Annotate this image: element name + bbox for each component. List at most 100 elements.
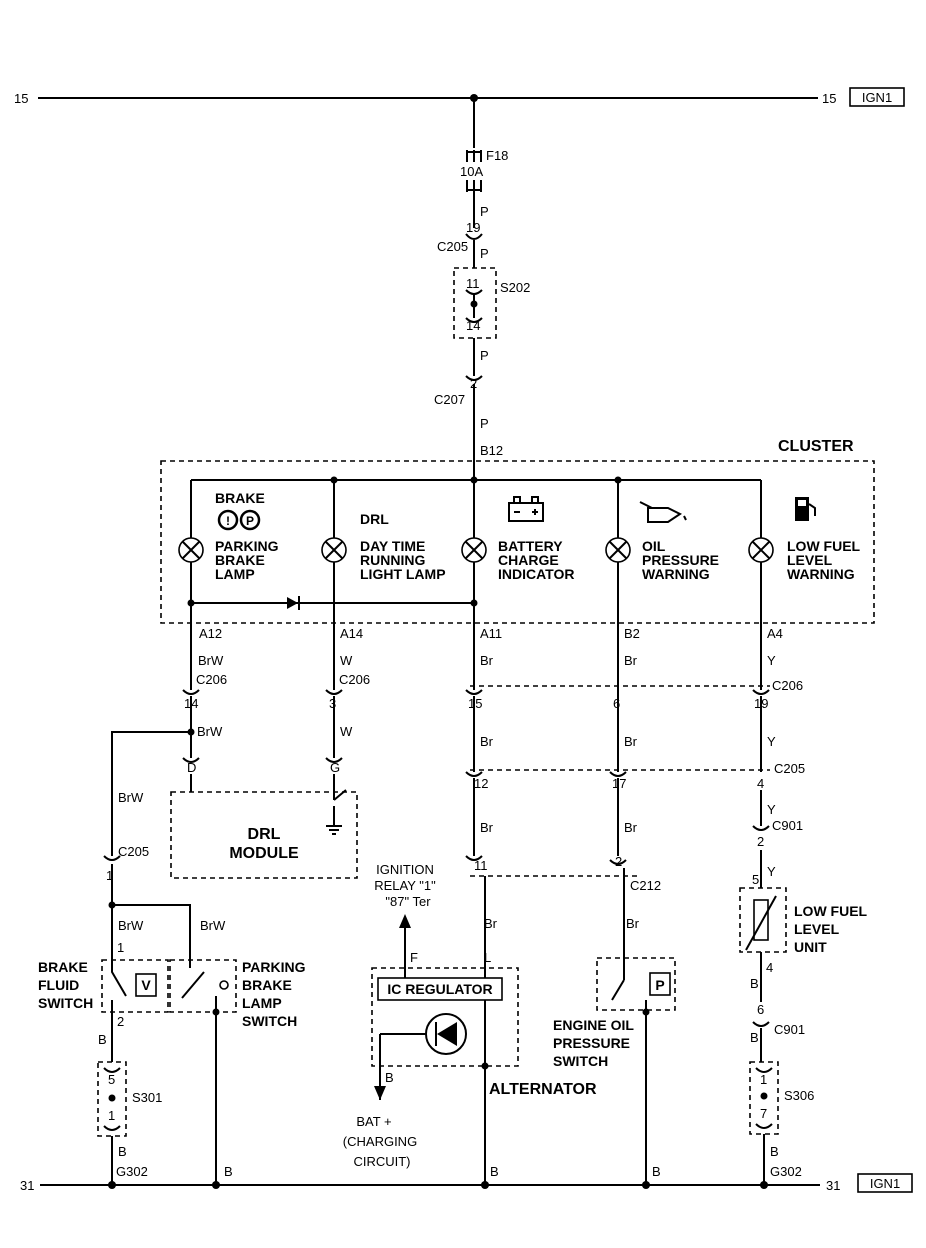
connector-pin: 1 [106,868,113,883]
ic-regulator [377,977,503,1001]
power-rail-top: 15 15 IGN1 [14,87,905,107]
alternator-label: ALTERNATOR [489,1081,597,1098]
engine-oil-switch-label: SWITCH [553,1053,608,1069]
cluster-output-wiring: BrW C206 14 BrW D BrW W C206 3 W G DRL M… [111,640,805,980]
low-fuel-unit-label: LOW FUEL [794,903,868,919]
pin-label: A11 [480,626,502,641]
parking-icon-text: P [246,514,254,528]
ignition-relay-label: "87" Ter [385,894,431,909]
lamp-label: PARKING [215,538,279,554]
wire-color-label: L [484,950,491,965]
low-fuel-lamp-icon [748,537,774,563]
rail-bottom-tag: IGN1 [870,1176,900,1191]
engine-oil-switch-section: P ENGINE OIL PRESSURE SWITCH B [553,957,676,1185]
pin-label: A4 [767,626,783,641]
ground-label: G302 [770,1164,802,1179]
lamp-label: RUNNING [360,552,425,568]
wire-color-label: B [118,1144,127,1159]
wire-color-label: Br [484,916,498,931]
low-fuel-unit-label: LEVEL [794,921,840,937]
parking-brake-switch-label: BRAKE [242,977,292,993]
bat-label: BAT + [356,1114,391,1129]
drl-module-label: MODULE [229,845,299,862]
wire-color-label: F [410,950,418,965]
brake-switch-section: C205 1 BrW BrW BRAKE 1 V BRAKE FLUID SWI… [38,844,306,1185]
rail-bottom-left-label: 31 [20,1178,34,1193]
alternator-section: IGNITION RELAY "1" "87" Ter F IC REGULAT… [343,862,597,1185]
fuse-id: F18 [486,148,508,163]
wire-color-label: Y [767,653,776,668]
arrow-down-icon [374,1086,386,1100]
wire-color-label: P [480,246,489,261]
connector-pin: 11 [466,276,480,291]
drl-module [170,791,358,879]
ignition-relay-label: IGNITION [376,862,434,877]
lamp-label: INDICATOR [498,566,574,582]
wire-color-label: Y [767,864,776,879]
wire-color-label: B [750,1030,759,1045]
brake-fluid-switch-label: SWITCH [38,995,93,1011]
engine-oil-switch-label: ENGINE OIL [553,1017,634,1033]
ground-label: G302 [116,1164,148,1179]
fuel-pump-icon [795,497,816,521]
lamp-label: LIGHT LAMP [360,566,446,582]
splice-s202 [453,267,497,339]
connector-pin: 4 [766,960,773,975]
lamp-label: LOW FUEL [787,538,861,554]
brake-fluid-switch-label: FLUID [38,977,79,993]
wire-color-label: BrW [200,918,226,933]
splice-label: S306 [784,1088,814,1103]
wire-color-label: W [340,724,353,739]
oil-can-icon [639,501,687,523]
connector-pin: 4 [757,776,764,791]
connector-pin: 1 [108,1108,115,1123]
wire-color-label: Y [767,734,776,749]
lamp-label: DAY TIME [360,538,425,554]
connector-pin: 5 [108,1072,115,1087]
battery-lamp-icon [461,537,487,563]
lamp-label: OIL [642,538,666,554]
lamp-label: WARNING [642,566,710,582]
connector-pin: 12 [474,776,488,791]
engine-oil-pressure-switch [596,957,676,1011]
wire-color-label: B [224,1164,233,1179]
lamp-label: BATTERY [498,538,563,554]
rail-top-right-label: 15 [822,91,836,106]
connector-label: C206 [772,678,803,693]
connector-pin: 2 [117,1014,124,1029]
brake-heading: BRAKE [215,490,265,506]
pin-label: A12 [199,626,222,641]
connector-label: C212 [630,878,661,893]
wire-color-label: BrW [198,653,224,668]
switch-symbol: V [141,977,151,993]
battery-icon [508,496,544,522]
connector-label: C205 [118,844,149,859]
connector-pin: 1 [760,1072,767,1087]
alternator [371,967,519,1067]
connector-label: C901 [774,1022,805,1037]
wire-color-label: B [750,976,759,991]
connector-pin: 6 [613,696,620,711]
rail-top-left-label: 15 [14,91,28,106]
connector-pin: 19 [466,220,480,235]
connector-label: C206 [339,672,370,687]
brake-fluid-switch-label: BRAKE [38,959,88,975]
rail-bottom-right-label: 31 [826,1178,840,1193]
wire-color-label: B [385,1070,394,1085]
low-fuel-level-unit [739,887,787,953]
connector-label: B12 [480,443,503,458]
lamp-label: BRAKE [215,552,265,568]
fuse-icon [466,150,482,192]
splice-label: S202 [500,280,530,295]
wire-color-label: P [480,416,489,431]
pin-label: B2 [624,626,640,641]
rectifier-diode-icon [380,1013,467,1055]
bat-label: (CHARGING [343,1134,417,1149]
ground-rail-bottom: 31 31 IGN1 [20,1173,913,1193]
engine-oil-switch-label: PRESSURE [553,1035,630,1051]
wire-color-label: B [490,1164,499,1179]
ic-regulator-label: IC REGULATOR [387,981,492,997]
ignition-relay-label: RELAY "1" [374,878,436,893]
connector-pin: 2 [757,834,764,849]
